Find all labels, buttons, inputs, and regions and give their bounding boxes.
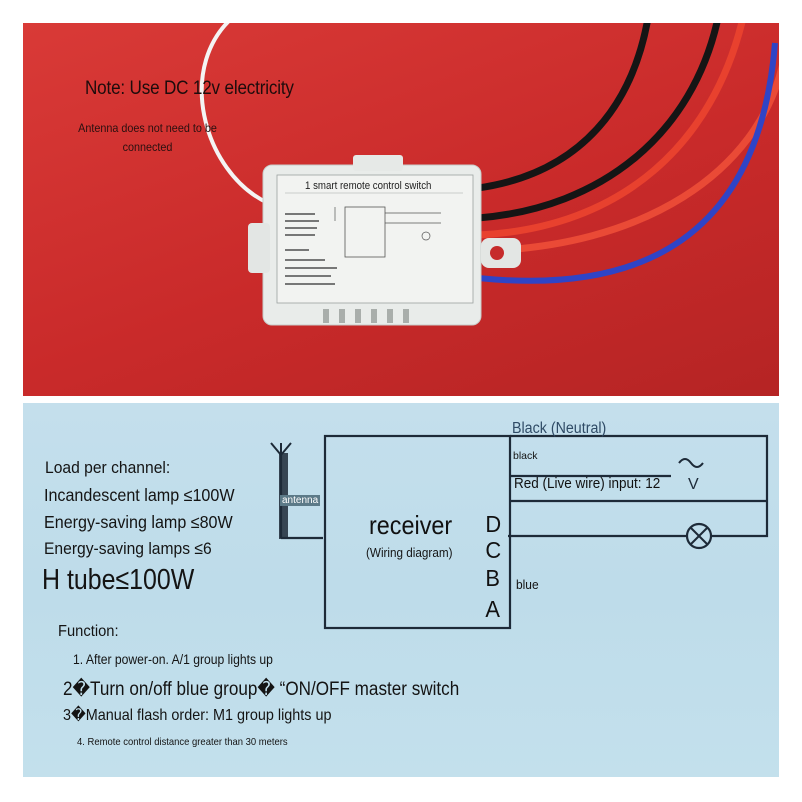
lamp-icon <box>685 522 713 550</box>
product-photo: Note: Use DC 12v electricity Antenna doe… <box>23 23 779 396</box>
receiver-subtitle: (Wiring diagram) <box>366 545 453 560</box>
terminal-b: B <box>485 565 500 591</box>
antenna-note: Antenna does not need to be connected <box>78 121 217 154</box>
voltage-source-icon <box>678 458 704 468</box>
receiver-box <box>323 434 512 630</box>
function-title: Function: <box>58 623 119 640</box>
wire-label-black: black <box>513 450 538 462</box>
wiring-diagram-panel: V Load per channel: Incandescent lamp ≤1… <box>23 403 779 777</box>
load-energy-saving: Energy-saving lamp ≤80W <box>44 512 233 532</box>
red-wire-1 <box>477 23 746 239</box>
black-wire-2 <box>477 23 721 222</box>
load-incandescent: Incandescent lamp ≤100W <box>44 485 235 505</box>
function-item-1: 1. After power-on. A/1 group lights up <box>73 652 273 667</box>
antenna-wire <box>199 23 269 205</box>
voltage-symbol: V <box>688 476 699 493</box>
terminal-c: C <box>485 537 502 563</box>
blue-wire <box>477 42 778 284</box>
note-dc-12v: Note: Use DC 12v electricity <box>85 78 294 99</box>
device-title: 1 smart remote control switch <box>305 180 432 192</box>
antenna-label: antenna <box>280 495 321 506</box>
load-h-tube: H tube≤100W <box>42 564 195 596</box>
device-top-tab <box>353 155 403 171</box>
wire-label-neutral: Black (Neutral) <box>512 420 607 437</box>
wire-label-blue: blue <box>516 577 539 592</box>
terminal-d: D <box>485 511 502 537</box>
black-wire-1 <box>477 23 651 192</box>
device-left-tab <box>248 223 270 273</box>
function-item-3: 3�Manual flash order: M1 group lights up <box>63 707 332 724</box>
top-loop-wire <box>508 434 769 538</box>
load-energy-saving-count: Energy-saving lamps ≤6 <box>44 539 212 558</box>
photo-illustration <box>199 23 779 326</box>
device-label <box>276 174 474 304</box>
red-wire-2 <box>477 64 779 255</box>
function-item-4: 4. Remote control distance greater than … <box>77 736 288 748</box>
receiver-label: receiver <box>369 510 453 540</box>
terminal-a: A <box>485 596 500 622</box>
wire-label-red-live: Red (Live wire) input: 12 <box>514 475 661 492</box>
mount-hole <box>490 246 504 260</box>
function-item-2: 2�Turn on/off blue group� “ON/OFF master… <box>63 679 460 700</box>
load-title: Load per channel: <box>45 458 171 477</box>
